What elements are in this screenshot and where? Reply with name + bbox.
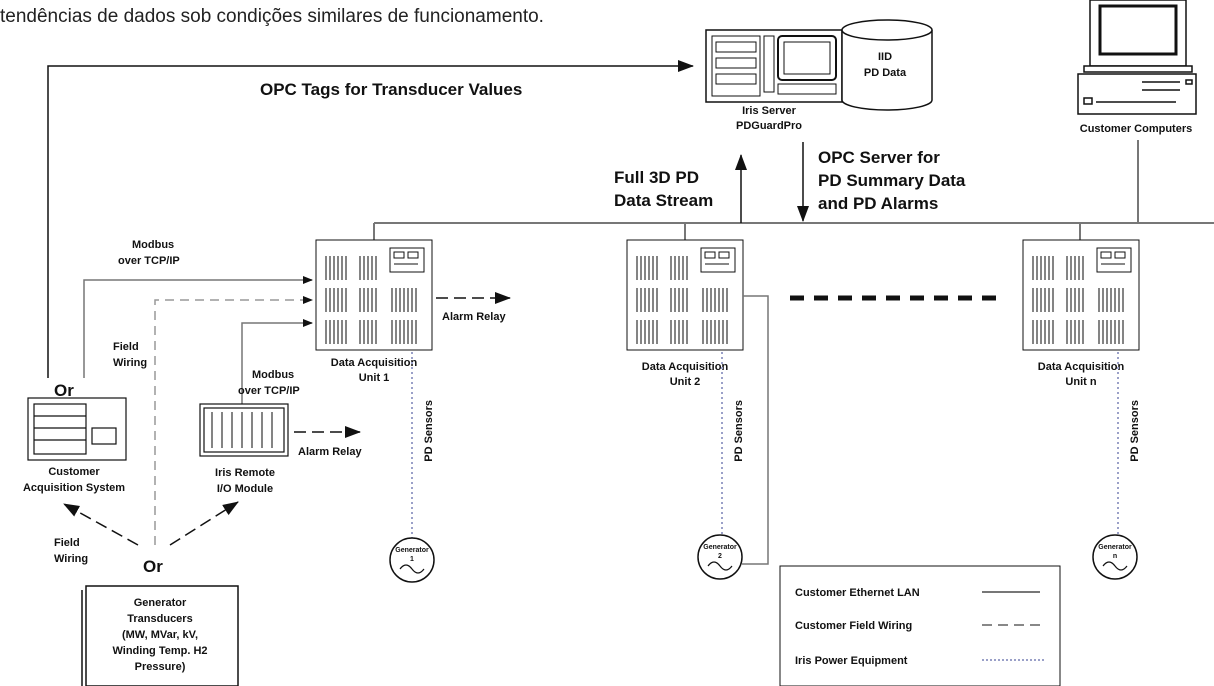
data-acquisition-unit-n xyxy=(1022,239,1140,351)
field-wiring-bottom-label-2: Wiring xyxy=(54,553,88,565)
database-icon xyxy=(841,19,933,111)
opc-server-label-2: PD Summary Data xyxy=(818,171,966,190)
transducers-label-1: Generator xyxy=(134,597,187,609)
generator-1-number: 1 xyxy=(410,556,414,563)
modbus-mid-label-1: Modbus xyxy=(252,369,294,381)
generator-1-icon xyxy=(389,537,435,583)
modbus-top-label-1: Modbus xyxy=(132,239,174,251)
field-wiring-top-label-1: Field xyxy=(113,341,139,353)
or-bottom-label: Or xyxy=(143,557,163,576)
alarm-relay-label-1: Alarm Relay xyxy=(442,311,506,323)
customer-computers-label: Customer Computers xyxy=(1080,123,1192,135)
pd-sensors-label-n: PD Sensors xyxy=(1129,400,1141,462)
opc-server-label-1: OPC Server for xyxy=(818,148,940,167)
or-top-label: Or xyxy=(54,381,74,400)
pd-sensors-label-2: PD Sensors xyxy=(733,400,745,462)
generator-n-number: n xyxy=(1113,553,1117,560)
modbus-link-top xyxy=(83,276,313,378)
modbus-top-label-2: over TCP/IP xyxy=(118,255,180,267)
dau2-label-1: Data Acquisition xyxy=(642,361,729,373)
daun-label-1: Data Acquisition xyxy=(1038,361,1125,373)
remote-io-label-1: Iris Remote xyxy=(215,467,275,479)
customer-acquisition-system xyxy=(27,397,127,461)
legend-label-lan: Customer Ethernet LAN xyxy=(795,587,920,599)
transducers-label-5: Pressure) xyxy=(135,661,186,673)
database-label-2: PD Data xyxy=(864,67,907,79)
iris-server xyxy=(705,29,843,103)
legend-label-field: Customer Field Wiring xyxy=(795,620,912,632)
field-wiring-arrow-right xyxy=(169,501,239,546)
generator-n-label: Generator xyxy=(1098,544,1132,551)
generator-1-label: Generator xyxy=(395,547,429,554)
field-wiring-top-label-2: Wiring xyxy=(113,357,147,369)
alarm-relay-label-2: Alarm Relay xyxy=(298,446,362,458)
generator-2-number: 2 xyxy=(718,553,722,560)
transducers-label-3: (MW, MVar, kV, xyxy=(122,629,198,641)
ethernet-lan xyxy=(373,140,1214,240)
customer-acq-label-2: Acquisition System xyxy=(23,482,125,494)
opc-tags-arrow xyxy=(47,60,694,378)
dau1-label-1: Data Acquisition xyxy=(331,357,418,369)
caption-text: tendências de dados sob condições simila… xyxy=(0,6,544,27)
daun-label-2: Unit n xyxy=(1065,376,1096,388)
generator-transducers-box xyxy=(81,585,239,686)
server-label-1: Iris Server xyxy=(742,105,797,117)
stream-label-2: Data Stream xyxy=(614,191,713,210)
data-acquisition-unit-2 xyxy=(626,239,744,351)
transducers-label-4: Winding Temp. H2 xyxy=(112,645,207,657)
server-label-2: PDGuardPro xyxy=(736,120,802,132)
iris-remote-io-module xyxy=(199,403,289,457)
field-wiring-arrow-left xyxy=(63,503,139,546)
dau1-label-2: Unit 1 xyxy=(359,372,390,384)
stream-label-1: Full 3D PD xyxy=(614,168,699,187)
customer-computer-icon xyxy=(1077,0,1197,115)
opc-tags-label: OPC Tags for Transducer Values xyxy=(260,80,522,99)
field-wiring-bottom-label-1: Field xyxy=(54,537,80,549)
data-acquisition-unit-1 xyxy=(315,239,433,351)
database-label-1: IID xyxy=(878,51,892,63)
generator-n-icon xyxy=(1092,534,1138,580)
transducers-label-2: Transducers xyxy=(127,613,192,625)
remote-io-label-2: I/O Module xyxy=(217,483,273,495)
modbus-mid-label-2: over TCP/IP xyxy=(238,385,300,397)
legend xyxy=(779,565,1061,686)
generator-2-label: Generator xyxy=(703,544,737,551)
modbus-link-mid xyxy=(241,319,313,404)
legend-label-iris: Iris Power Equipment xyxy=(795,655,908,667)
opc-server-label-3: and PD Alarms xyxy=(818,194,938,213)
customer-acq-label-1: Customer xyxy=(48,466,100,478)
pd-sensors-label-1: PD Sensors xyxy=(423,400,435,462)
dau2-label-2: Unit 2 xyxy=(670,376,701,388)
lan-link-generator-2 xyxy=(742,295,769,565)
field-wiring-link xyxy=(154,296,313,545)
generator-2-icon xyxy=(697,534,743,580)
